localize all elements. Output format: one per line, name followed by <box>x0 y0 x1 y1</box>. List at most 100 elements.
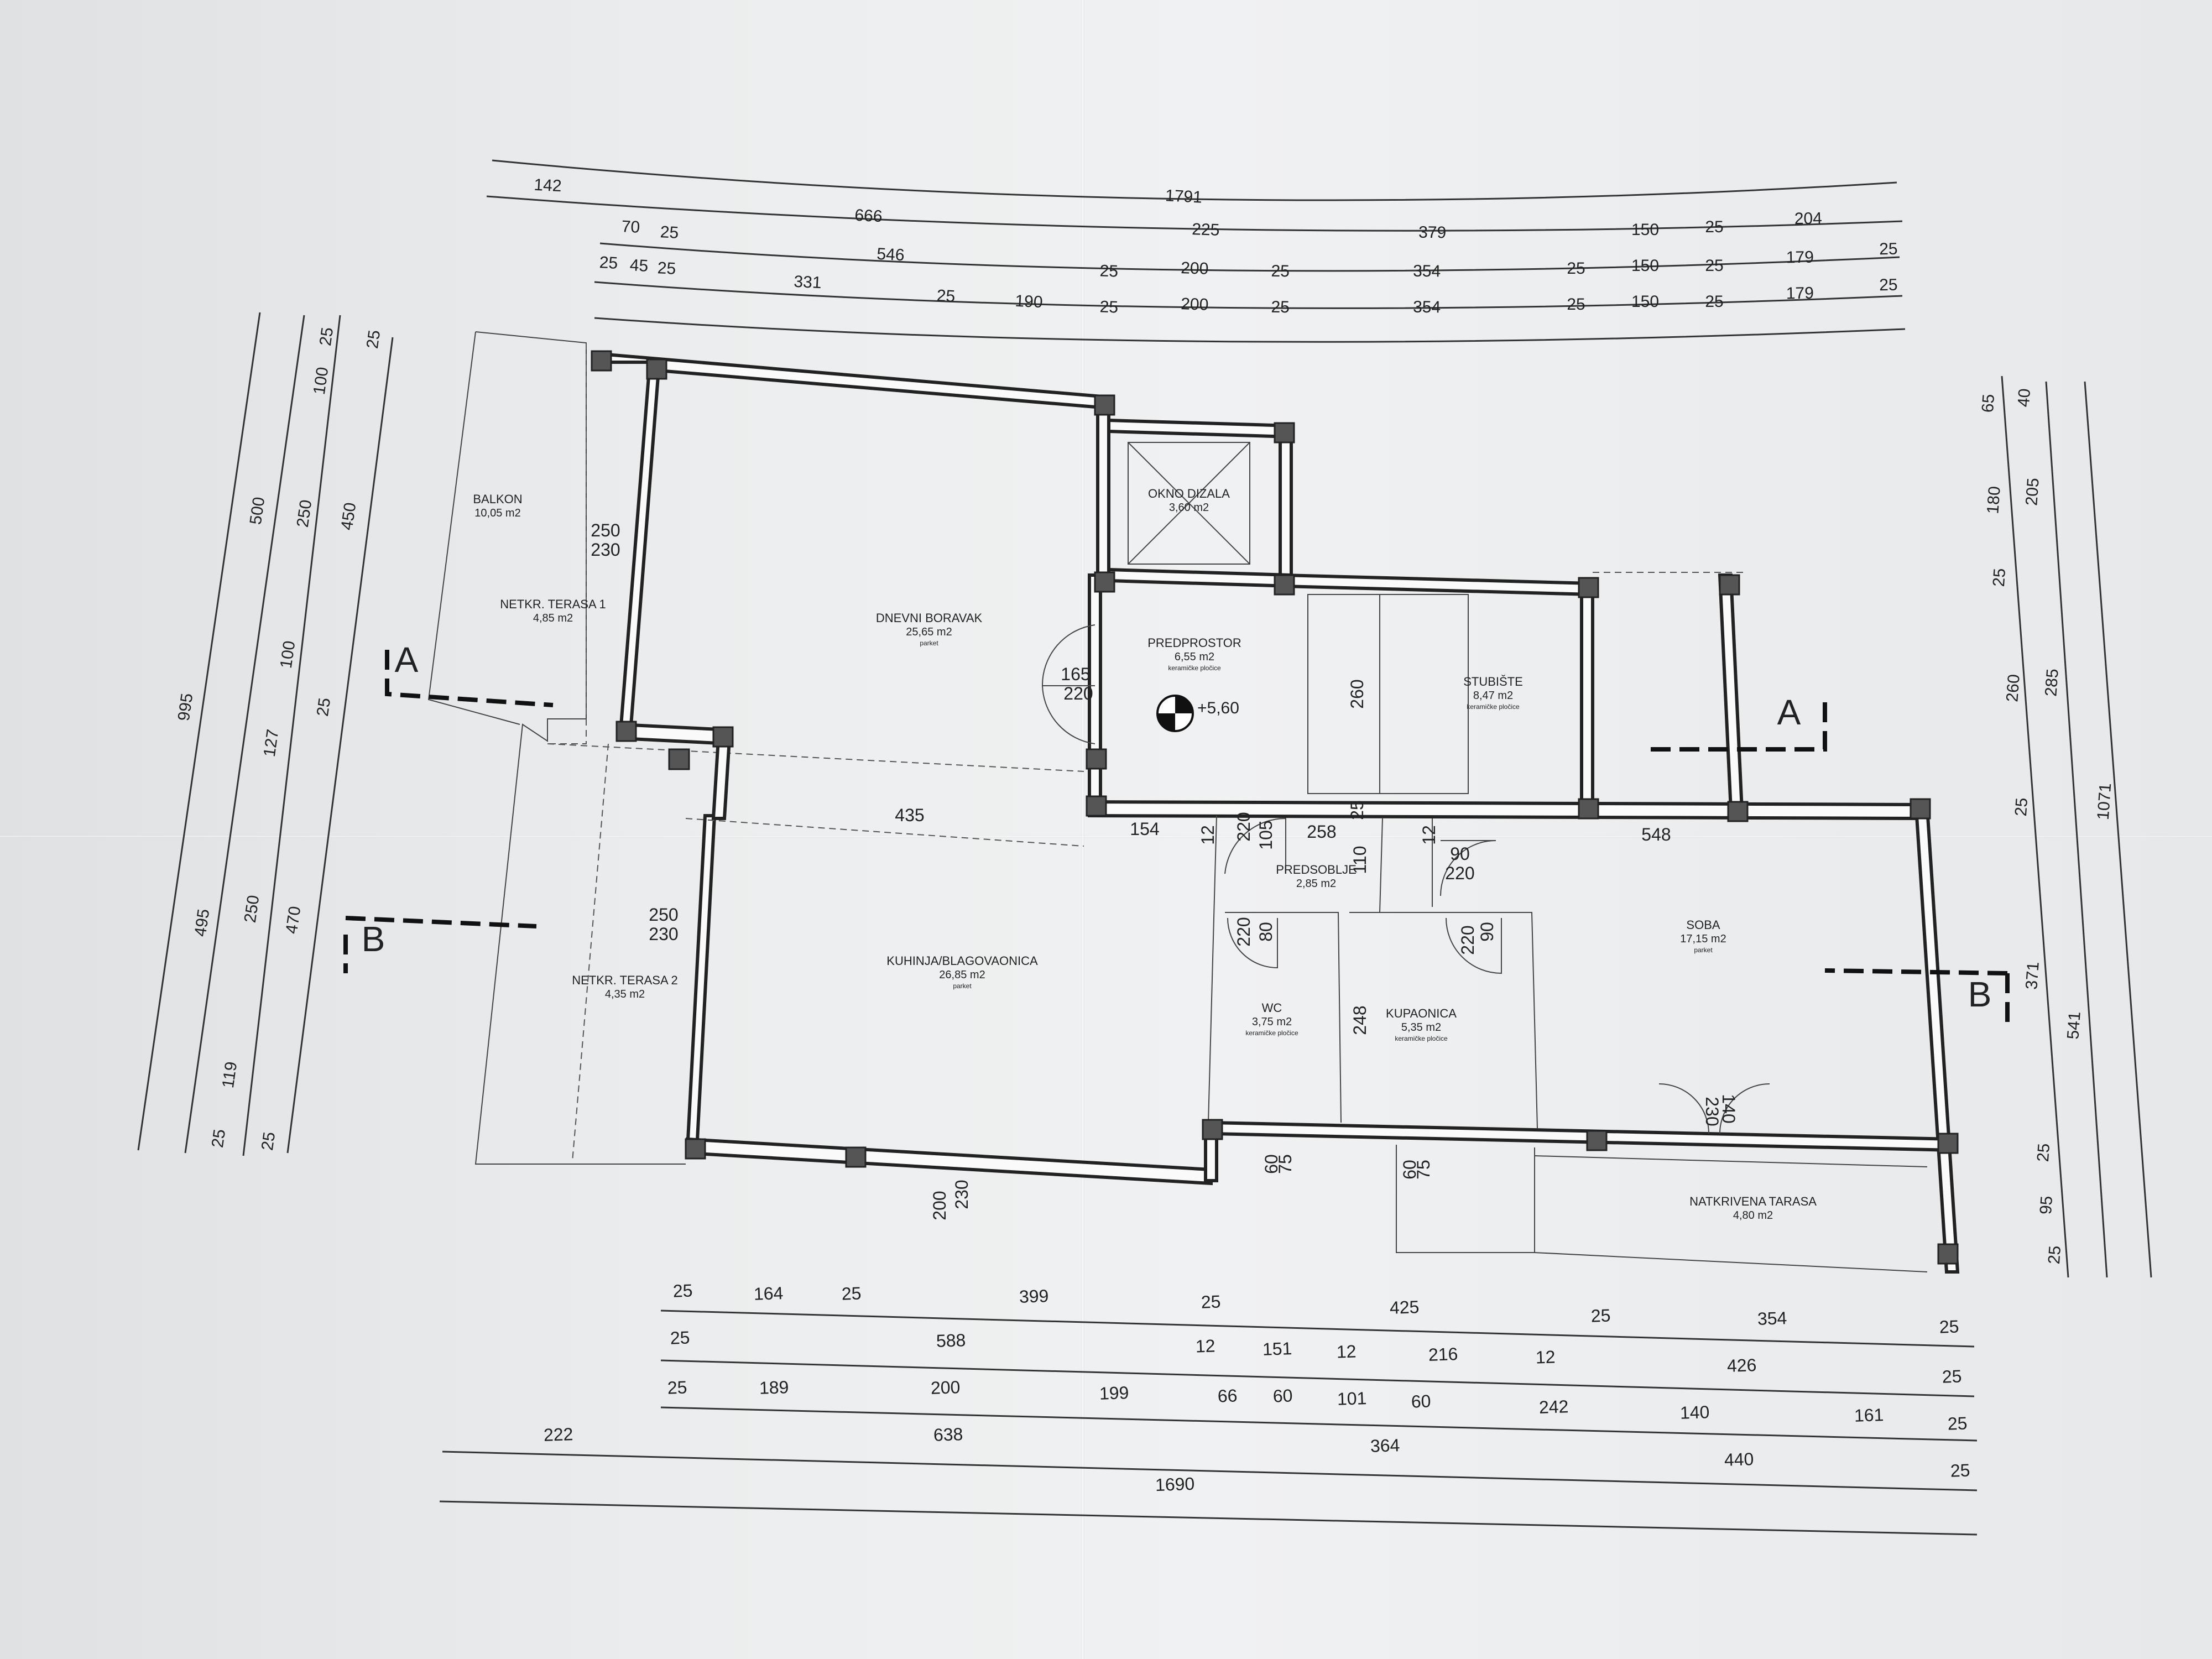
section-mark-label: A <box>395 640 419 680</box>
dimension-label: 495 <box>191 908 213 938</box>
level-symbol-fill <box>1157 696 1193 731</box>
wall-wc <box>1225 912 1342 1123</box>
dimension-label: 70 <box>621 217 640 237</box>
dimension-label: 25 <box>363 329 384 350</box>
dimension-label: 140 <box>1719 1094 1739 1123</box>
room-name: STUBIŠTE <box>1463 675 1523 688</box>
section-b-left <box>343 916 537 973</box>
dimension-label: 435 <box>895 805 924 825</box>
column <box>1202 1119 1223 1140</box>
dim-line-top-1 <box>492 159 1897 201</box>
room-name: SOBA <box>1686 918 1720 932</box>
dimension-label: 230 <box>952 1180 972 1209</box>
column <box>1094 571 1115 593</box>
dimension-label: 40 <box>2015 388 2034 408</box>
balcony-edge <box>427 331 520 725</box>
room-name: PREDSOBLJE <box>1276 863 1357 877</box>
dimension-label: 426 <box>1726 1355 1757 1376</box>
column <box>712 726 734 748</box>
dimension-label: 440 <box>1724 1449 1754 1470</box>
terrace-outline-left <box>1396 1145 1535 1253</box>
dimension-label: 25 <box>1567 295 1585 314</box>
dimension-label: 364 <box>1370 1435 1400 1456</box>
dimension-label: 60 <box>1400 1160 1420 1180</box>
column <box>1727 801 1749 822</box>
wall-kitchen-bottom <box>686 1137 1213 1186</box>
dimension-label: 216 <box>1428 1344 1458 1365</box>
column <box>1937 1133 1959 1154</box>
room-area: 5,35 m2 <box>1401 1021 1441 1034</box>
balcony-outline <box>427 331 1084 1165</box>
dimension-label: 541 <box>2064 1011 2084 1040</box>
dimension-label: 242 <box>1538 1396 1569 1417</box>
dimension-label: 25 <box>2034 1143 2053 1163</box>
dimension-label: 105 <box>1256 820 1276 849</box>
room-area: 25,65 m2 <box>906 626 952 638</box>
dimension-label: 220 <box>1458 925 1478 954</box>
paper-fold-horizontal <box>0 835 2212 838</box>
section-a-right <box>1645 702 1827 752</box>
door-living-2 <box>1042 685 1095 744</box>
dimension-label: 1690 <box>1155 1474 1194 1495</box>
roof-edge-dashed <box>547 743 1084 772</box>
wall-predsoblje <box>1379 818 1383 913</box>
room-name: OKNO DIZALA <box>1148 487 1230 500</box>
dimension-label: 25 <box>316 326 337 347</box>
room-area: 26,85 m2 <box>939 969 985 981</box>
dimension-label: 90 <box>1450 844 1470 864</box>
column <box>1094 394 1115 416</box>
wall-soba-right <box>1914 806 1960 1274</box>
dim-line-bottom-4 <box>442 1451 1978 1491</box>
column <box>685 1138 706 1160</box>
dim-line-left-3 <box>242 315 341 1156</box>
interior-walls <box>1208 815 1928 1272</box>
column <box>1578 798 1599 820</box>
exterior-walls <box>598 352 1960 1274</box>
door-predsoblje <box>1224 817 1286 874</box>
terrace-2-dashed-limit <box>572 743 609 1162</box>
wall-stairs-right <box>1580 579 1594 815</box>
wall-wc-left <box>1208 815 1217 1123</box>
dimension-label: 150 <box>1631 257 1659 275</box>
dim-line-left-1 <box>137 312 261 1151</box>
elevator-shaft <box>1128 442 1250 565</box>
dimension-label: 25 <box>208 1128 229 1149</box>
wall-shaft-bottom <box>1107 567 1293 588</box>
column <box>1586 1130 1608 1151</box>
room-finish: keramičke pločice <box>1395 1035 1448 1042</box>
dimension-label: 25 <box>1990 568 2009 588</box>
column <box>615 721 637 742</box>
dimension-label: 25 <box>599 253 618 273</box>
dimension-label: 110 <box>1350 846 1370 874</box>
dim-line-right-1 <box>2001 375 2069 1278</box>
dimension-label: 25 <box>1099 262 1119 280</box>
dimension-label: 180 <box>1984 486 2004 514</box>
door-wc <box>1227 917 1278 969</box>
dim-line-top-4 <box>594 281 1903 309</box>
wall-kupaonica <box>1349 912 1538 1129</box>
left-dimension-lines <box>137 312 394 1156</box>
room-finish: parket <box>920 639 938 647</box>
dimension-label: 25 <box>1942 1366 1962 1386</box>
dimension-label: 450 <box>338 502 360 531</box>
dim-line-bottom-5 <box>439 1500 1978 1536</box>
dimension-label: 12 <box>1336 1341 1357 1361</box>
dimension-label: 150 <box>1631 293 1659 311</box>
dimension-label: 127 <box>260 728 283 758</box>
dimension-label: 66 <box>1217 1385 1238 1406</box>
stair-run-right <box>1379 594 1469 794</box>
dimension-label: 25 <box>1099 298 1119 316</box>
dimension-label: 354 <box>1413 298 1441 317</box>
dimension-label: 638 <box>933 1424 963 1445</box>
room-label: NETKR. TERASA 24,35 m2 <box>572 973 678 1000</box>
column <box>1274 422 1295 444</box>
dimension-label: 25 <box>1271 298 1290 317</box>
dimension-label: 220 <box>1234 917 1254 946</box>
dimension-label: 65 <box>1979 394 1998 414</box>
